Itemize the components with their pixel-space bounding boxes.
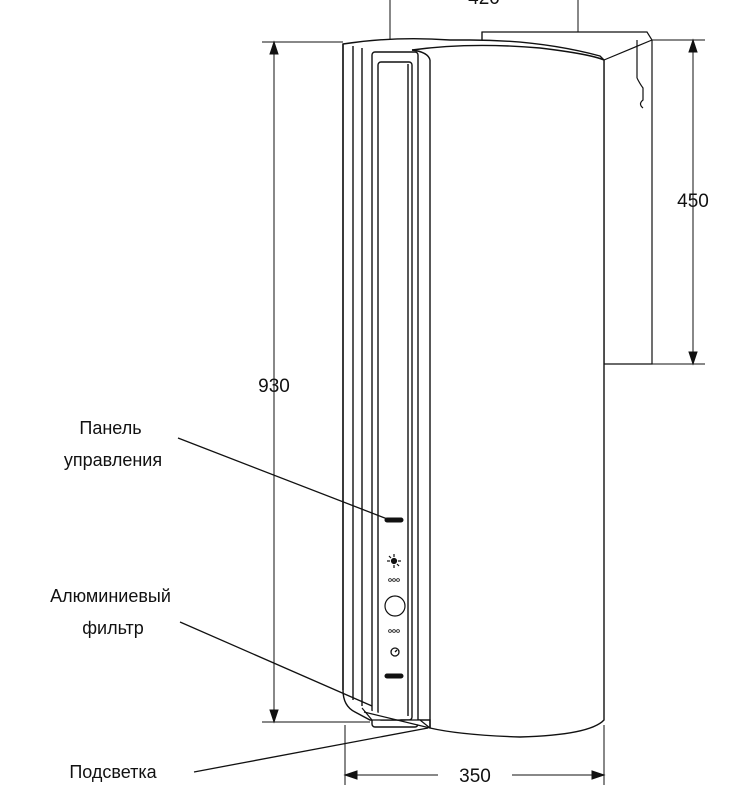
timer-icon <box>390 647 400 657</box>
leader-lines <box>177 437 429 773</box>
total-height-value: 930 <box>258 376 290 397</box>
control-panel <box>384 517 406 679</box>
wall-height-value: 450 <box>677 191 709 212</box>
bottom-width-value: 350 <box>459 766 491 787</box>
hood-body <box>342 37 605 738</box>
lighting-label: Подсветка <box>69 762 157 782</box>
control-panel-top-bar <box>384 517 404 523</box>
fan-speed-icon <box>388 578 400 582</box>
control-panel-label-line1: Панель <box>79 418 141 438</box>
power-button-icon <box>384 595 406 617</box>
control-panel-label-line2: управления <box>64 450 162 470</box>
total-height-dimension <box>262 40 370 724</box>
top-width-dimension <box>389 0 579 40</box>
aluminium-filter-label-line1: Алюминиевый <box>50 586 171 606</box>
top-width-value: 420 <box>468 0 500 9</box>
aluminium-filter-label-line2: фильтр <box>82 618 144 638</box>
fan-speed-icon <box>388 629 400 633</box>
control-panel-label: Панель управления <box>64 418 162 470</box>
control-panel-bottom-bar <box>384 673 404 679</box>
light-icon <box>387 554 401 568</box>
lighting-strip <box>361 707 431 729</box>
wall-height-dimension <box>652 38 705 366</box>
aluminium-filter-label: Алюминиевый фильтр <box>50 586 176 638</box>
bottom-width-dimension <box>343 725 606 785</box>
